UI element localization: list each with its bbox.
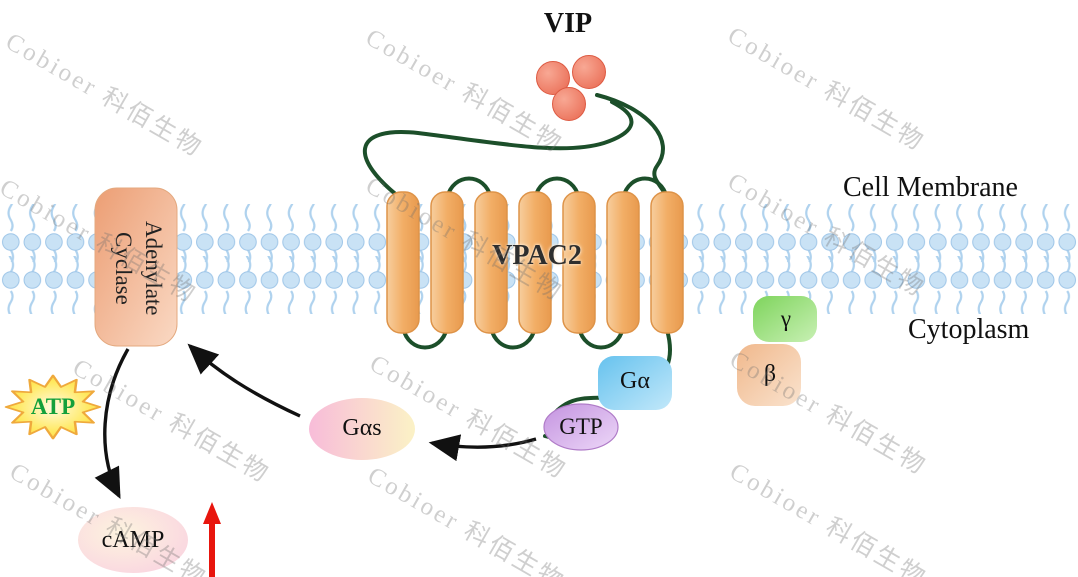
intracellular-loop	[577, 326, 625, 350]
cell-membrane-label: Cell Membrane	[843, 172, 1018, 203]
arrow-gas-to-adenylate-cyclase	[187, 343, 301, 418]
g-alpha-label: Gα	[620, 368, 650, 394]
gtp-ellipse	[543, 403, 619, 451]
adenylate-cyclase-label: Adenylate Cyclase	[111, 220, 166, 316]
signal-arrows	[94, 343, 537, 500]
tm-helix	[562, 191, 596, 334]
tm-helix	[518, 191, 552, 334]
beta-subunit-label: β	[763, 361, 777, 387]
arrow-gtp-to-gas	[428, 434, 537, 462]
tm-helix	[650, 191, 684, 334]
arrow-adenylate-cyclase-to-camp	[94, 348, 130, 500]
gamma-subunit-box	[753, 296, 817, 342]
extracellular-loop	[621, 176, 669, 200]
gamma-subunit-label: γ	[780, 306, 792, 331]
adenylate-cyclase-box	[94, 187, 178, 347]
vip-molecule	[552, 87, 586, 121]
vpac2-helices	[386, 191, 684, 334]
n-terminus-loop	[362, 100, 634, 202]
g-alpha-s-label: Gαs	[342, 415, 382, 441]
cytoplasm-label: Cytoplasm	[908, 314, 1030, 345]
upregulation-arrow	[203, 502, 221, 577]
intracellular-loop	[489, 326, 537, 350]
g-alpha-box	[598, 356, 672, 410]
atp-label: ATP	[30, 394, 76, 419]
extracellular-loop	[533, 176, 581, 200]
atp-starburst	[4, 374, 102, 440]
tm-helix	[606, 191, 640, 334]
beta-subunit-box	[737, 344, 801, 406]
vip-molecule	[536, 61, 570, 95]
extracellular-loop	[445, 176, 493, 200]
vpac2-receptor-label: VPAC2	[492, 240, 582, 271]
tm-helix	[386, 191, 420, 334]
vip-molecule	[572, 55, 606, 89]
vip-label: VIP	[543, 8, 593, 39]
camp-ellipse	[78, 507, 188, 573]
vip-ligand	[536, 55, 606, 121]
intracellular-loop	[401, 326, 449, 350]
gtp-label: GTP	[559, 414, 603, 439]
gas-ellipse	[309, 398, 415, 460]
tm-helix	[430, 191, 464, 334]
camp-label: cAMP	[101, 527, 165, 553]
tm-helix	[474, 191, 508, 334]
